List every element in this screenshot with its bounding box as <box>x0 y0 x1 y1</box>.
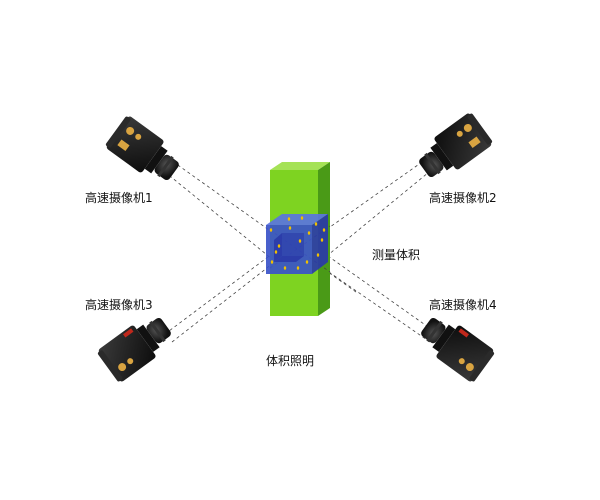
camera-2 <box>419 113 493 177</box>
tracer-particle <box>320 238 324 242</box>
camera-4-connector <box>465 363 474 372</box>
camera-1-lens-mount <box>144 146 168 174</box>
tracer-particle <box>270 260 274 264</box>
cube-cutout-wall <box>274 233 282 262</box>
sight-line-cam3-lower <box>171 249 291 343</box>
cube-cutout-face <box>282 233 304 256</box>
camera-3-back-panel <box>97 350 123 382</box>
camera-1 <box>105 116 179 180</box>
tracer-particle <box>305 260 309 264</box>
measurement-volume-label: 测量体积 <box>372 248 421 262</box>
camera-2-lens-mount <box>430 143 454 171</box>
cube-cutout-floor <box>274 256 304 262</box>
tracer-particle <box>316 253 320 257</box>
camera-4-label: 高速摄像机4 <box>429 298 497 312</box>
camera-4-lens-mount <box>432 324 456 352</box>
camera-2-lens-ring <box>424 152 441 175</box>
camera-1-connector <box>126 126 135 135</box>
tracer-particle <box>274 250 278 254</box>
tracer-particle <box>269 228 273 232</box>
light-sheet-top-face <box>270 162 330 170</box>
tracer-particle <box>298 239 302 243</box>
camera-1-back-panel <box>105 116 131 148</box>
camera-4 <box>421 318 495 382</box>
camera-2-connector-2 <box>456 130 463 137</box>
sight-line-cam4-lower <box>299 251 431 343</box>
camera-1-port <box>117 139 130 152</box>
camera-3-label: 高速摄像机3 <box>85 298 153 312</box>
camera-1-label: 高速摄像机1 <box>85 191 153 205</box>
tracer-particle <box>288 226 292 230</box>
sight-line-cam1-lower <box>159 167 321 299</box>
camera-3-badge <box>123 328 134 338</box>
measurement-volume-cube <box>266 214 328 274</box>
tracer-particle <box>307 231 311 235</box>
camera-1-lens-ring <box>157 155 174 178</box>
tracer-particle <box>277 244 281 248</box>
tracer-particle <box>296 266 300 270</box>
tracer-particle <box>314 222 318 226</box>
camera-3 <box>97 318 171 382</box>
cube-top-face <box>266 214 328 225</box>
camera-4-badge <box>458 328 469 338</box>
camera-2-port <box>468 136 481 149</box>
camera-3-lens-mount <box>136 324 160 352</box>
camera-4-lens-ring <box>426 320 443 343</box>
tracer-particle <box>322 228 326 232</box>
camera-4-back-panel <box>469 350 495 382</box>
tracer-particle <box>287 217 291 221</box>
tracer-particles <box>269 216 326 270</box>
camera-3-connector-2 <box>127 358 134 365</box>
camera-2-back-panel <box>467 113 493 145</box>
volume-illumination-label: 体积照明 <box>266 354 315 368</box>
camera-4-connector-2 <box>458 358 465 365</box>
camera-2-connector <box>463 123 472 132</box>
tracer-particle <box>283 266 287 270</box>
camera-1-connector-2 <box>135 133 142 140</box>
camera-3-connector <box>118 363 127 372</box>
sight-line-cam4-upper <box>279 221 439 335</box>
camera-3-lens-ring <box>149 320 166 343</box>
sight-line-cam3-upper <box>164 217 321 335</box>
tracer-particle <box>300 216 304 220</box>
camera-2-label: 高速摄像机2 <box>429 191 497 205</box>
